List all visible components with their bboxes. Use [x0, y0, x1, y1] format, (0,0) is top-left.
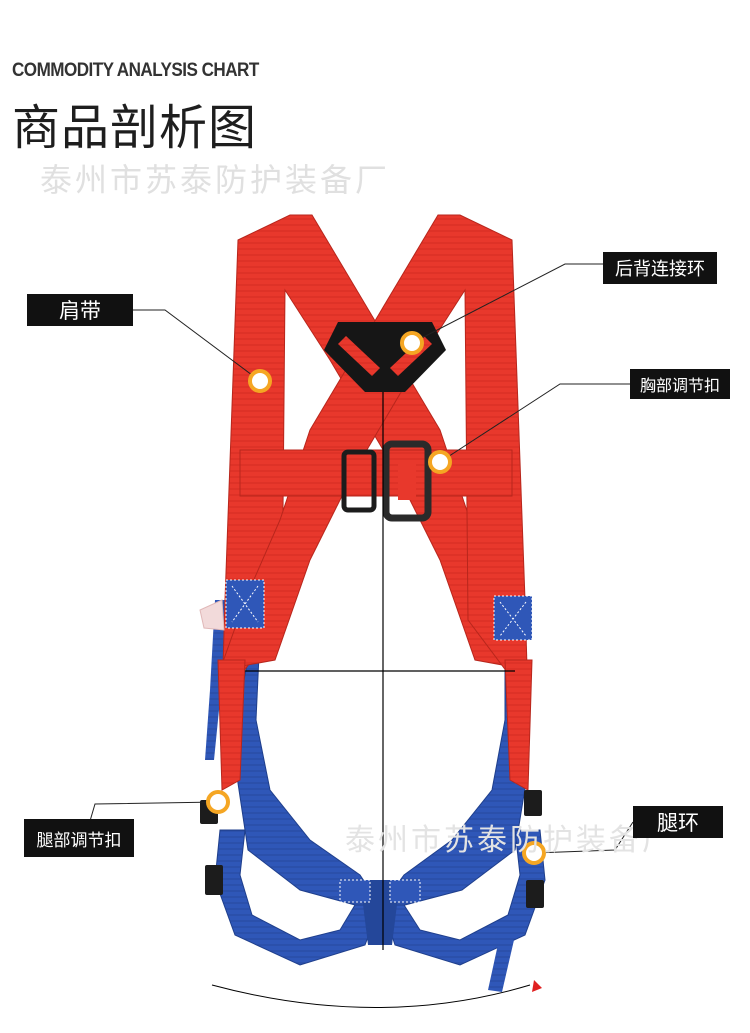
red-shoulder-straps: [217, 214, 533, 791]
measurement-lines: [211, 392, 542, 1008]
marker-leg-buckle: [206, 790, 230, 814]
product-tag: [199, 599, 225, 631]
watermark-top: 泰州市苏泰防护装备厂: [40, 161, 391, 199]
label-leg-buckle: 腿部调节扣: [24, 819, 134, 857]
watermark-bottom: 泰州市苏泰防护装备厂: [345, 823, 675, 858]
label-shoulder-strap: 肩带: [27, 294, 133, 326]
label-chest-buckle: 胸部调节扣: [630, 369, 730, 399]
marker-leg-ring: [522, 841, 546, 865]
chest-buckles: [341, 440, 432, 522]
marker-shoulder: [248, 369, 272, 393]
marker-chest: [428, 450, 452, 474]
leg-buckles: [200, 790, 544, 908]
page-title: 商品剖析图: [12, 100, 258, 156]
page-subtitle: COMMODITY ANALYSIS CHART: [12, 60, 259, 81]
blue-leg-straps: [205, 589, 546, 992]
label-back-ring: 后背连接环: [603, 252, 717, 284]
marker-back-ring: [400, 331, 424, 355]
reinforcement-patches: [225, 579, 533, 903]
callout-markers: [206, 331, 546, 865]
label-leg-ring: 腿环: [633, 806, 723, 838]
